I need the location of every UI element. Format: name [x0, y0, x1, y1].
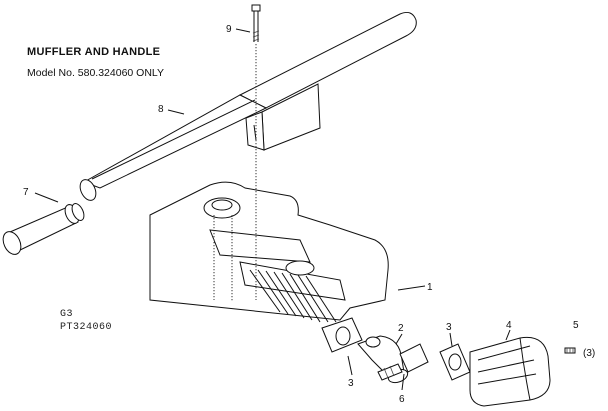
drawing-code-pt: PT324060: [60, 322, 112, 333]
model-number: Model No. 580.324060 ONLY: [27, 67, 164, 79]
muffler-screw: [564, 347, 576, 354]
engine-block: [149, 181, 389, 323]
bolt: [251, 4, 261, 42]
drawing-code-g3: G3: [60, 309, 73, 320]
leader-lines: [34, 28, 511, 391]
cooling-fins: [249, 269, 337, 323]
callout-5: 5: [573, 320, 579, 331]
handle-tube: [79, 12, 417, 201]
quantity-note: (3): [583, 348, 595, 359]
mounting-screws: [377, 363, 403, 381]
muffler: [469, 336, 551, 407]
callout-6: 6: [399, 394, 405, 405]
exhaust-pipe: [357, 335, 429, 384]
grip-tube: [2, 203, 85, 255]
diagram-title: MUFFLER AND HANDLE: [27, 46, 160, 58]
callout-4: 4: [506, 320, 512, 331]
exhaust-gasket-left: [321, 317, 363, 353]
callout-7: 7: [23, 187, 29, 198]
callout-2: 2: [398, 323, 404, 334]
handle-bracket: [245, 83, 321, 151]
callout-9: 9: [226, 24, 232, 35]
callout-1: 1: [427, 282, 433, 293]
callout-3-right: 3: [446, 322, 452, 333]
exhaust-gasket-right: [439, 343, 471, 381]
callout-3-left: 3: [348, 378, 354, 389]
callout-8: 8: [158, 104, 164, 115]
